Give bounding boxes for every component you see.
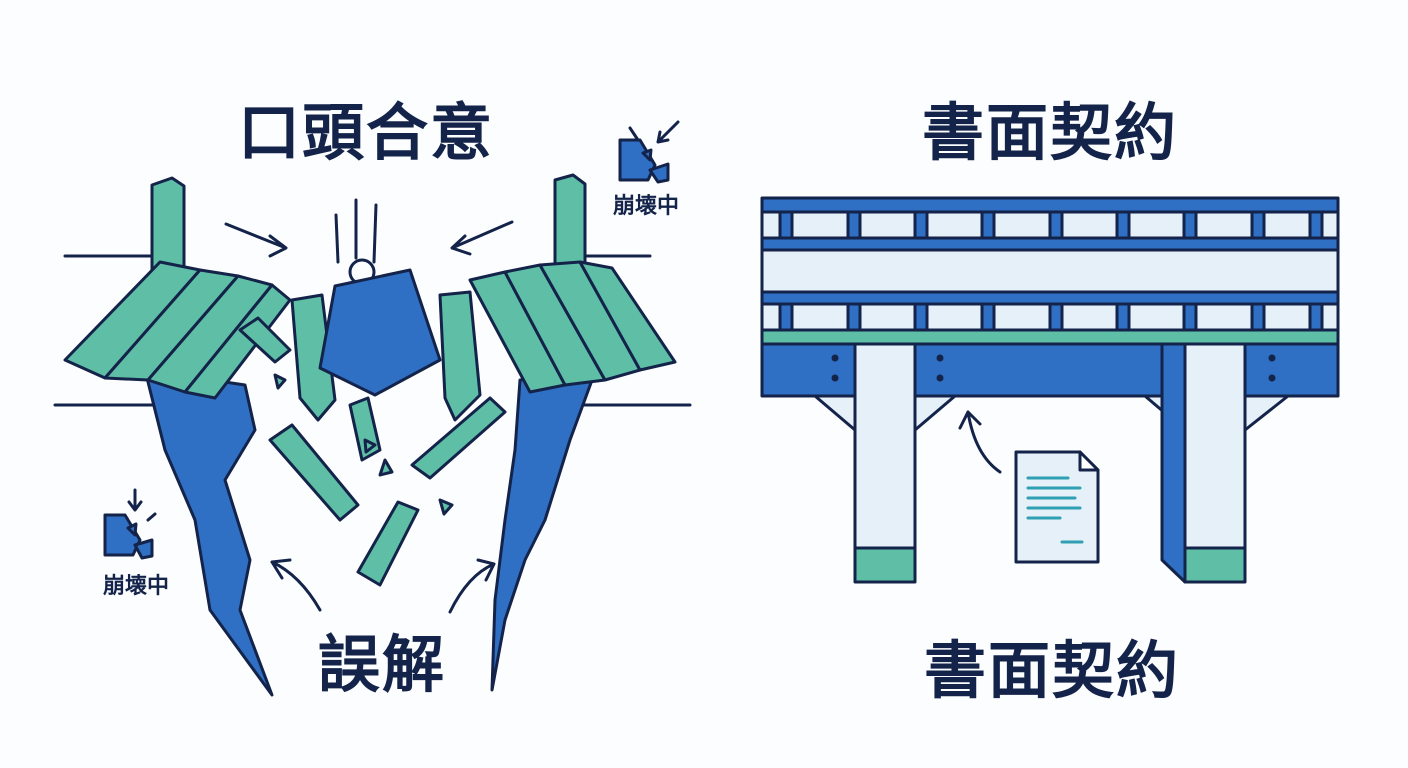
pillar-left-base	[853, 546, 917, 584]
deck	[760, 248, 1340, 294]
brace	[913, 394, 957, 432]
right-title: 書面契約	[921, 96, 1179, 169]
left-cliff	[143, 368, 274, 697]
pillar-right-side	[1160, 342, 1187, 584]
right-caption: 書面契約	[923, 634, 1181, 707]
railing-top-bar-2	[760, 236, 1340, 252]
collapse-icon	[126, 522, 138, 537]
solid-bridge-illustration	[760, 196, 1340, 584]
broken-plank-icon	[238, 316, 292, 364]
plank	[183, 283, 292, 400]
shard	[378, 458, 394, 477]
railing-mid-bar	[760, 290, 1340, 306]
pillar-right-base	[1183, 546, 1247, 584]
collapse-badge-label: 崩壊中	[102, 574, 170, 599]
left-title: 口頭合意	[237, 96, 495, 169]
railing-top-bar	[760, 196, 1340, 214]
pillar-left	[853, 342, 917, 550]
left-caption: 誤解	[317, 628, 447, 701]
shard	[363, 438, 377, 454]
broken-plank-icon	[356, 500, 420, 587]
arrow-icon	[224, 222, 288, 258]
arrow-icon	[958, 410, 1002, 474]
arrow-icon	[450, 220, 514, 256]
arrow-icon	[448, 558, 496, 614]
broken-plank-icon	[268, 423, 360, 522]
weight-icon	[318, 268, 442, 397]
plank	[578, 260, 677, 372]
right-cliff	[490, 370, 597, 692]
pillar-right	[1183, 342, 1247, 550]
shard	[438, 498, 454, 516]
brace	[1243, 394, 1290, 432]
main-beam	[760, 342, 1340, 398]
collapse-icon	[133, 538, 154, 560]
motion-line	[334, 213, 340, 264]
brace	[813, 394, 857, 432]
collapse-icon	[641, 148, 653, 162]
collapse-badge-label: 崩壊中	[612, 194, 680, 219]
collapsing-bridge-illustration	[53, 120, 692, 697]
right-post	[553, 173, 587, 270]
deck-teal-strip	[760, 328, 1340, 346]
arrow-icon	[270, 558, 322, 612]
broken-plank-icon	[410, 396, 507, 480]
left-post	[150, 176, 186, 274]
broken-plank-icon	[290, 293, 337, 422]
shard	[273, 373, 287, 390]
collapse-icon	[648, 162, 670, 184]
motion-line	[372, 203, 378, 264]
broken-plank-icon	[438, 290, 482, 422]
